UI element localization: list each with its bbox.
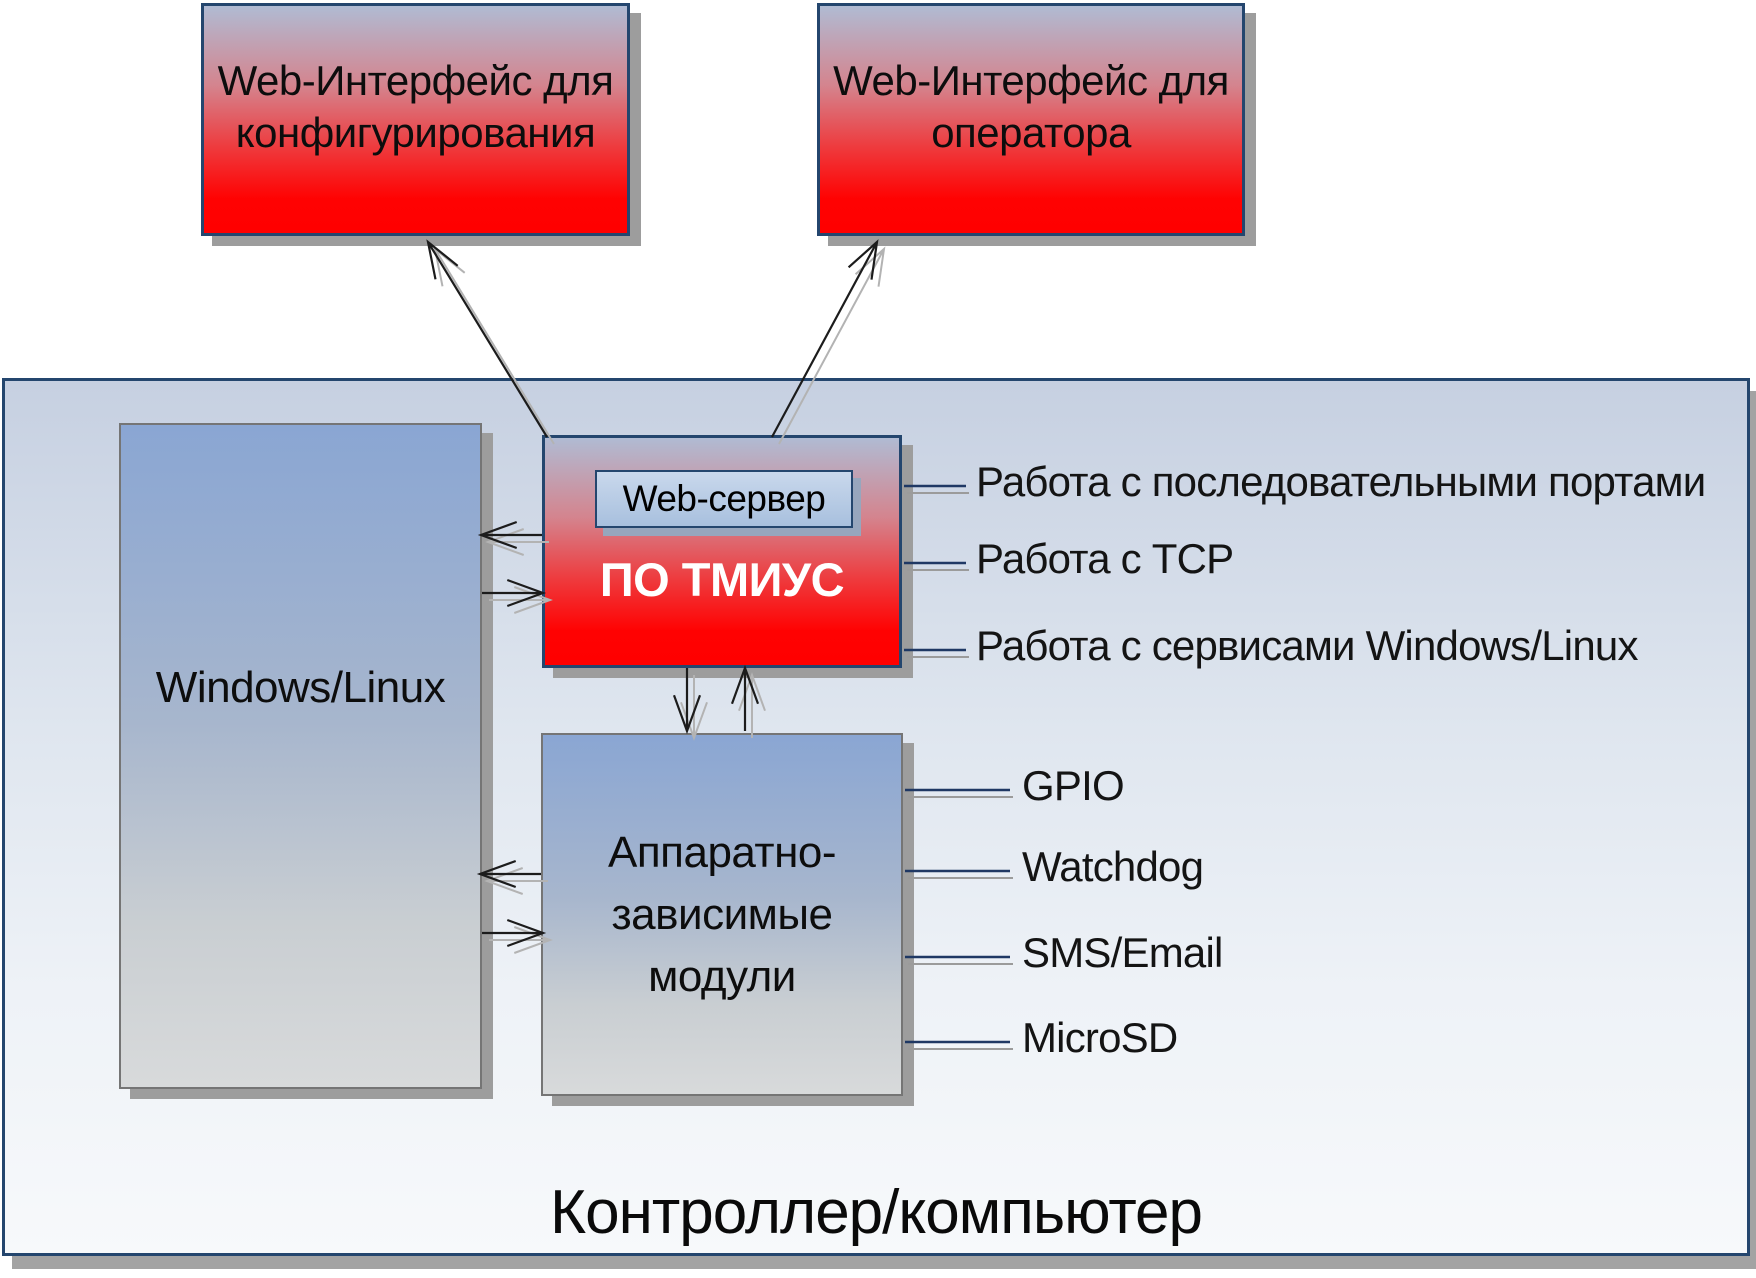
service-label-microsd: MicroSD: [1022, 1014, 1178, 1061]
windows-linux-box: Windows/Linux: [119, 423, 482, 1089]
hardware-modules-box: Аппаратно-зависимые модули: [541, 733, 903, 1096]
web-server-box: Web-сервер: [595, 470, 853, 528]
web-server-label: Web-сервер: [622, 478, 826, 519]
service-label-sms-email: SMS/Email: [1022, 929, 1223, 976]
web-operator-interface-box: Web-Интерфейс для оператора: [817, 3, 1245, 236]
tmius-software-box: Web-сервер ПО ТМИУС: [542, 435, 902, 668]
hardware-modules-label: Аппаратно-зависимые модули: [607, 827, 837, 1001]
service-label-serial-ports: Работа с последовательными портами: [976, 458, 1706, 505]
service-label-os-services: Работа с сервисами Windows/Linux: [976, 622, 1638, 669]
tmius-software-label: ПО ТМИУС: [599, 553, 845, 606]
service-label-gpio: GPIO: [1022, 762, 1125, 809]
controller-container-title: Контроллер/компьютер: [550, 1178, 1203, 1247]
service-label-watchdog: Watchdog: [1022, 843, 1204, 890]
service-label-tcp: Работа с TCP: [976, 535, 1234, 582]
web-operator-interface-label: Web-Интерфейс для оператора: [833, 56, 1229, 156]
windows-linux-label: Windows/Linux: [155, 663, 446, 712]
web-config-interface-box: Web-Интерфейс для конфигурирования: [201, 3, 630, 236]
web-config-interface-label: Web-Интерфейс для конфигурирования: [217, 56, 614, 156]
